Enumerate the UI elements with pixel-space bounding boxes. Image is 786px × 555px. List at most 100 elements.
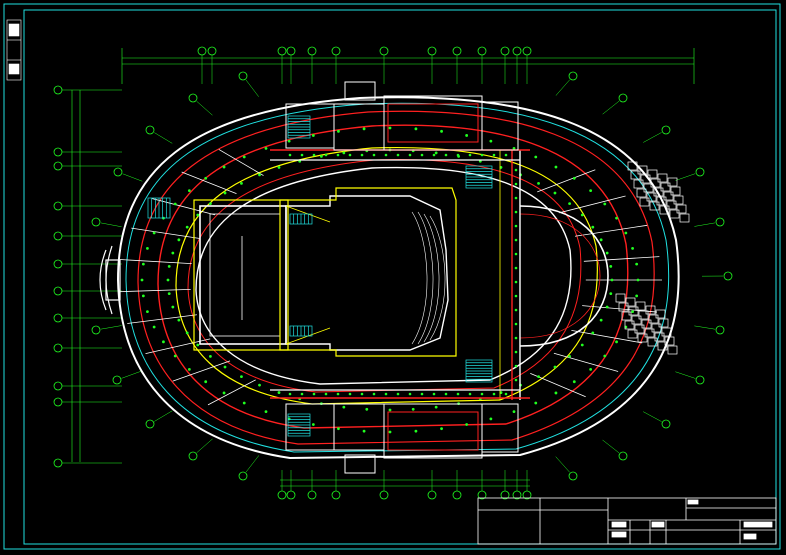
- axis-bubble-icon: [188, 93, 198, 103]
- axis-bubble-icon: [238, 71, 248, 81]
- column-marker-icon: [434, 405, 438, 409]
- column-marker-icon: [223, 191, 227, 195]
- axis-bubble-icon: [661, 125, 671, 135]
- column-marker-icon: [580, 343, 584, 347]
- column-marker-icon: [204, 380, 208, 384]
- axis-bubble-icon: [427, 490, 437, 500]
- axis-bubble-icon: [512, 46, 522, 56]
- column-marker-icon: [465, 423, 469, 426]
- axis-bubble-icon: [477, 46, 487, 56]
- column-marker-icon: [635, 294, 639, 298]
- stair-icon: [289, 213, 313, 225]
- column-marker-icon: [208, 355, 212, 358]
- column-marker-icon: [258, 383, 261, 387]
- column-marker-icon: [141, 294, 145, 298]
- column-marker-icon: [222, 165, 226, 169]
- column-marker-icon: [242, 155, 246, 159]
- axis-bubble-icon: [618, 451, 628, 461]
- axis-bubble-icon: [286, 490, 296, 500]
- binding-strip: [6, 19, 22, 81]
- column-marker-icon: [635, 262, 639, 266]
- yellow-stage-outline: [193, 199, 289, 351]
- column-marker-icon: [554, 165, 558, 169]
- column-marker-icon: [609, 265, 613, 268]
- column-marker-icon: [166, 278, 170, 282]
- column-marker-icon: [342, 405, 346, 409]
- axis-bubble-icon: [53, 343, 63, 353]
- column-marker-icon: [311, 134, 315, 137]
- column-marker-icon: [512, 146, 516, 150]
- radial-axis-bubbles: [91, 71, 733, 481]
- axis-bubble-icon: [145, 419, 155, 429]
- axis-bubble-icon: [568, 471, 578, 481]
- seating-arc-4: [429, 215, 446, 341]
- axis-bubble-icon: [661, 419, 671, 429]
- column-marker-icon: [589, 367, 593, 371]
- column-marker-icon: [208, 202, 212, 205]
- column-marker-icon: [631, 310, 634, 314]
- stage-area: [209, 213, 281, 337]
- column-marker-icon: [624, 231, 628, 235]
- bottom-axis-bubbles: [277, 470, 532, 500]
- column-marker-icon: [173, 354, 177, 358]
- column-marker-icon: [185, 225, 189, 229]
- column-marker-icon: [152, 325, 156, 329]
- axis-bubble-icon: [379, 490, 389, 500]
- column-marker-icon: [465, 134, 469, 137]
- column-marker-icon: [631, 246, 634, 250]
- sheet-title: [694, 530, 738, 538]
- column-marker-icon: [204, 176, 208, 180]
- axis-bubble-icon: [53, 286, 63, 296]
- column-marker-icon: [162, 340, 165, 344]
- axis-bubble-icon: [207, 46, 217, 56]
- column-marker-icon: [311, 423, 315, 426]
- axis-bubble-icon: [197, 46, 207, 56]
- top-axis-bubbles: [197, 46, 532, 84]
- white-inner-wall: [195, 166, 572, 385]
- column-marker-icon: [264, 146, 268, 150]
- column-marker-icon: [258, 173, 261, 177]
- red-ring-mid: [157, 124, 629, 429]
- axis-bubble-icon: [331, 46, 341, 56]
- axis-bubble-icon: [188, 451, 198, 461]
- axis-bubble-icon: [331, 490, 341, 500]
- column-marker-icon: [568, 355, 572, 358]
- column-marker-icon: [388, 430, 392, 434]
- axis-bubble-icon: [145, 125, 155, 135]
- stair-icon: [289, 325, 313, 337]
- column-marker-icon: [277, 391, 281, 394]
- seating-arc-1: [411, 211, 428, 345]
- left-dimension-chain: [71, 90, 81, 462]
- axis-bubble-icon: [568, 71, 578, 81]
- column-marker-icon: [572, 380, 576, 384]
- column-marker-icon: [187, 189, 191, 193]
- column-marker-icon: [173, 202, 177, 206]
- column-marker-icon: [636, 278, 640, 282]
- column-marker-icon: [537, 181, 540, 185]
- axis-bubble-icon: [618, 93, 628, 103]
- column-marker-icon: [171, 251, 175, 255]
- axis-bubble-icon: [307, 490, 317, 500]
- column-marker-icon: [146, 310, 149, 314]
- column-marker-icon: [388, 126, 392, 130]
- red-ring-inner: [187, 159, 582, 393]
- column-marker-icon: [537, 375, 540, 379]
- column-marker-icon: [605, 305, 609, 309]
- column-marker-icon: [568, 202, 572, 205]
- column-marker-icon: [489, 139, 493, 143]
- axis-bubble-icon: [427, 46, 437, 56]
- column-marker-icon: [440, 129, 443, 133]
- stair-icon: [147, 197, 171, 219]
- ring-column-dots: [140, 126, 640, 434]
- axis-bubble-icon: [522, 46, 532, 56]
- sheet-border-outer: [3, 3, 781, 550]
- column-marker-icon: [534, 155, 538, 159]
- bottom-rooms: [285, 403, 519, 474]
- column-marker-icon: [414, 127, 418, 131]
- outer-wall: [116, 96, 680, 460]
- axis-bubble-icon: [379, 46, 389, 56]
- column-marker-icon: [554, 391, 558, 395]
- axis-bubble-icon: [695, 375, 705, 385]
- column-marker-icon: [177, 238, 181, 242]
- column-marker-icon: [603, 354, 607, 358]
